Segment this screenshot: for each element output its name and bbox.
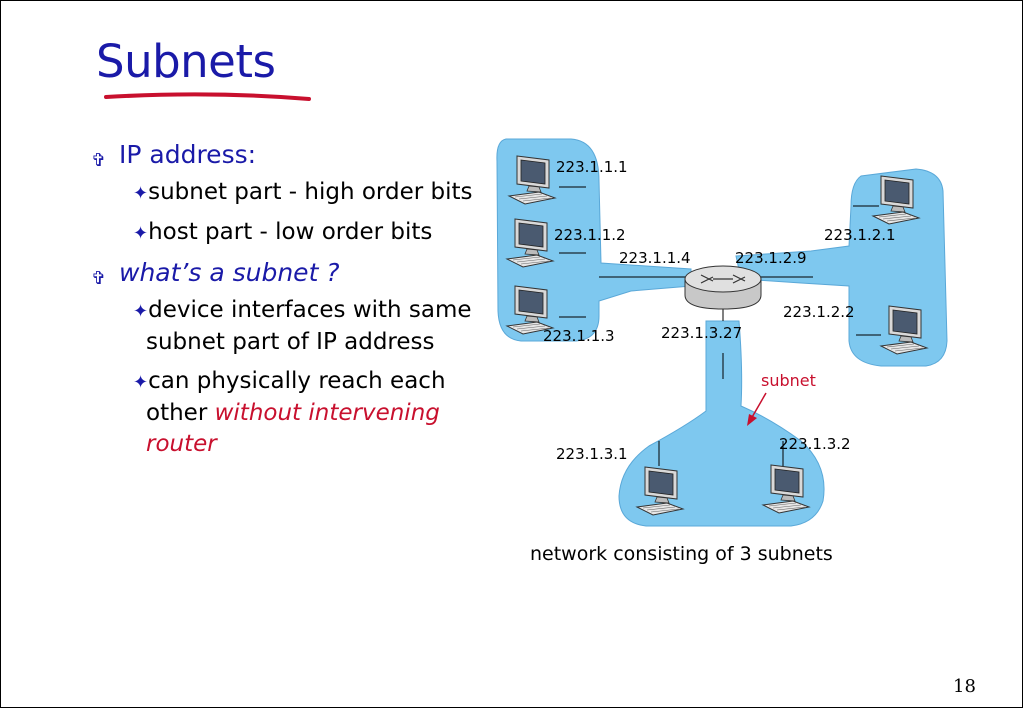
sub-bullet-text: host part - low order bits <box>148 219 433 245</box>
star-bullet-icon: ✦ <box>133 372 149 393</box>
bullet-text: what’s a subnet ? <box>119 258 340 287</box>
bullet-whats-a-subnet: ✞ what’s a subnet ? <box>89 257 479 289</box>
emphasis-text: without intervening router <box>146 400 440 457</box>
label-223-1-1-2: 223.1.1.2 <box>554 226 626 244</box>
star-bullet-icon: ✦ <box>133 183 149 204</box>
label-223-1-3-1: 223.1.3.1 <box>556 445 628 463</box>
label-223-1-2-1: 223.1.2.1 <box>824 226 896 244</box>
page-number: 18 <box>953 676 976 697</box>
subnet-arrow-icon <box>747 392 767 426</box>
label-223-1-1-1: 223.1.1.1 <box>556 158 628 176</box>
router-icon <box>684 265 762 310</box>
sub-bullet-text: device interfaces with same subnet part … <box>146 297 472 355</box>
star-bullet-icon: ✦ <box>133 223 149 244</box>
bullet-text: IP address: <box>119 140 257 169</box>
title-underline <box>104 92 311 101</box>
label-223-1-2-9: 223.1.2.9 <box>735 249 807 267</box>
star-bullet-icon: ✦ <box>133 301 149 322</box>
label-223-1-1-4: 223.1.1.4 <box>619 249 691 267</box>
diagram-caption: network consisting of 3 subnets <box>530 543 833 565</box>
sub-bullet-text: can physically reach each other <box>146 368 446 426</box>
bullet-glyph-icon: ✞ <box>91 150 107 171</box>
sub-bullet-subnet-part: ✦subnet part - high order bits <box>89 177 479 209</box>
bullet-list: ✞IP address: ✦subnet part - high order b… <box>89 139 479 468</box>
slide-title: Subnets <box>96 35 276 88</box>
label-223-1-1-3: 223.1.1.3 <box>543 327 615 345</box>
bullet-glyph-icon: ✞ <box>91 268 107 289</box>
label-223-1-3-27: 223.1.3.27 <box>661 324 743 342</box>
label-223-1-3-2: 223.1.3.2 <box>779 435 851 453</box>
bullet-ip-address: ✞ IP address: <box>89 139 479 171</box>
label-223-1-2-2: 223.1.2.2 <box>783 303 855 321</box>
sub-bullet-text: subnet part - high order bits <box>148 179 473 205</box>
sub-bullet-physically-reach: ✦can physically reach each other without… <box>89 366 479 460</box>
sub-bullet-device-interfaces: ✦device interfaces with same subnet part… <box>89 295 479 358</box>
sub-bullet-host-part: ✦host part - low order bits <box>89 217 479 249</box>
label-subnet: subnet <box>761 371 816 390</box>
